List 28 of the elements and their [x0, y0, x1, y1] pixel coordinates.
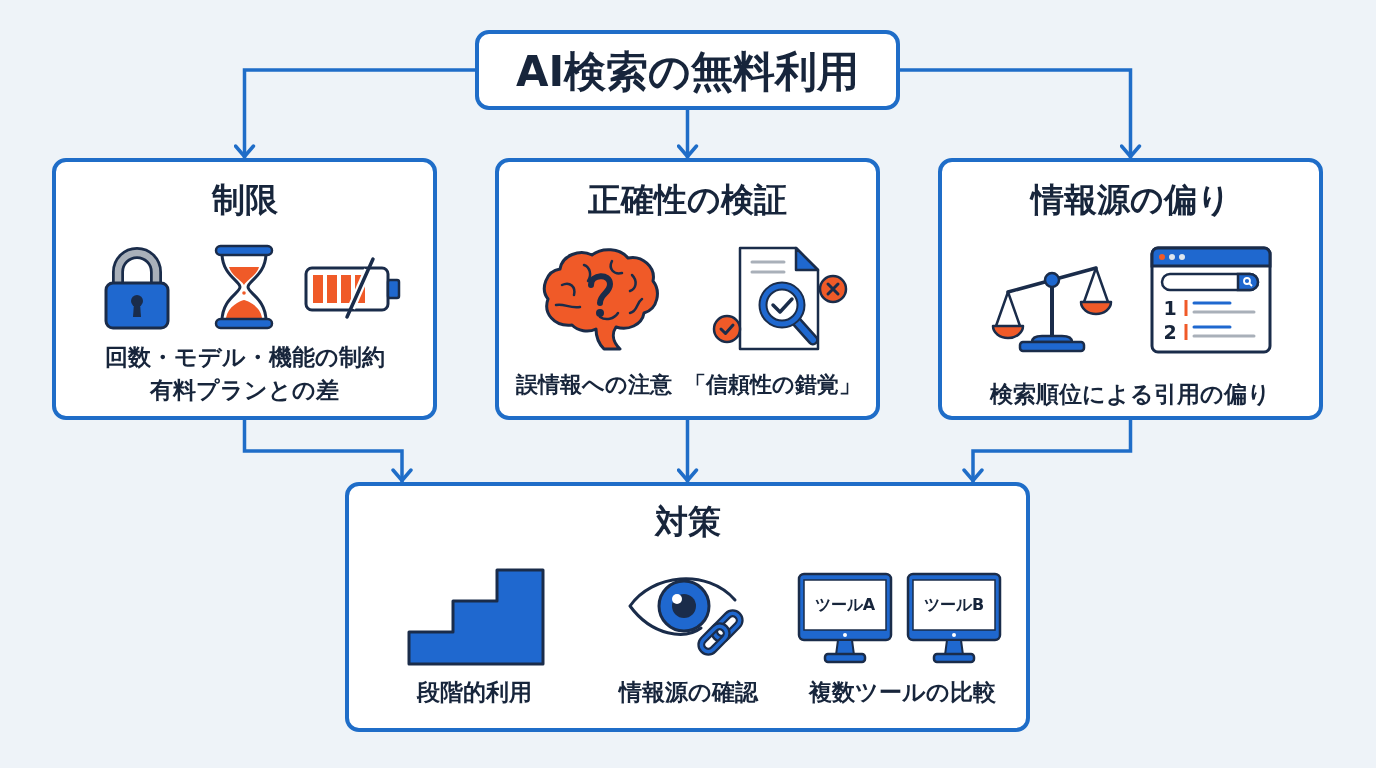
panel-box: [52, 158, 437, 420]
panel-heading: 正確性の検証: [588, 180, 787, 220]
caption-text: 段階的利用: [416, 679, 532, 707]
panel-box: [345, 482, 1030, 732]
title-box: [475, 30, 900, 110]
caption-text: 複数ツールの比較: [808, 679, 996, 707]
panel-box: [938, 158, 1323, 420]
caption-text: 情報源の確認: [618, 679, 758, 707]
arrow: [900, 68, 1142, 159]
screen-label: ツールB: [923, 595, 985, 615]
caption-text: 誤情報への注意: [516, 371, 672, 399]
caption-text: 検索順位による引用の偏り: [989, 381, 1271, 409]
caption-text: 回数・モデル・機能の制約: [104, 344, 385, 372]
arrow: [242, 420, 413, 483]
arrow: [676, 110, 699, 159]
panel-box: [495, 158, 880, 420]
panel-heading: 制限: [211, 180, 278, 220]
arrow: [676, 420, 699, 483]
screen-label: ツールA: [814, 595, 876, 615]
title-text: AI検索の無料利用: [515, 46, 860, 98]
caption-text: 「信頼性の錯覚」: [683, 371, 861, 399]
panel-heading: 対策: [654, 502, 721, 542]
arrow: [962, 420, 1133, 483]
arrow: [233, 68, 475, 159]
caption-text: 有料プランとの差: [150, 377, 339, 405]
rank-number: 1: [1163, 296, 1177, 320]
rank-number: 2: [1163, 320, 1177, 344]
panel-heading: 情報源の偏り: [1030, 180, 1231, 220]
